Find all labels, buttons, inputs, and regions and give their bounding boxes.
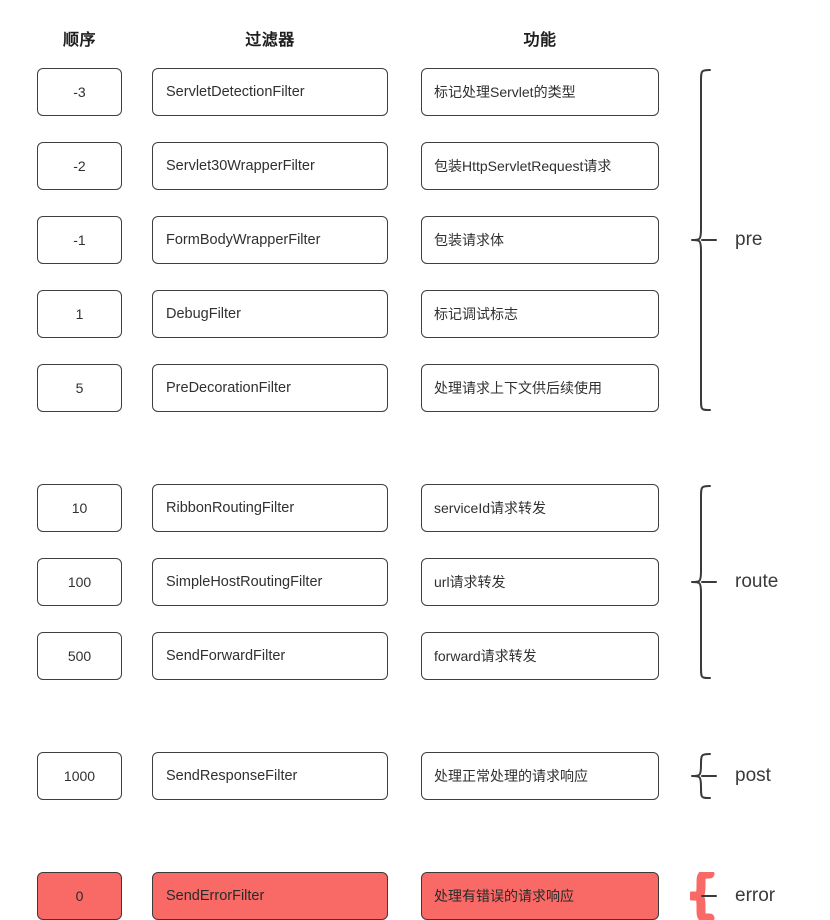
filter-function: url请求转发 <box>421 558 659 606</box>
order-value: 0 <box>37 872 122 920</box>
table-row: 500 SendForwardFilter forward请求转发 <box>0 632 830 680</box>
order-value: 1 <box>37 290 122 338</box>
order-value: 1000 <box>37 752 122 800</box>
filter-function: serviceId请求转发 <box>421 484 659 532</box>
curly-brace-icon <box>690 484 724 680</box>
curly-brace-icon <box>690 872 724 920</box>
order-value: 5 <box>37 364 122 412</box>
table-row: 1000 SendResponseFilter 处理正常处理的请求响应 <box>0 752 830 800</box>
filter-name: SimpleHostRoutingFilter <box>152 558 388 606</box>
table-row: -3 ServletDetectionFilter 标记处理Servlet的类型 <box>0 68 830 116</box>
filter-function: 标记调试标志 <box>421 290 659 338</box>
filter-name: FormBodyWrapperFilter <box>152 216 388 264</box>
section-label-route: route <box>735 571 779 592</box>
filter-name: PreDecorationFilter <box>152 364 388 412</box>
order-value: 100 <box>37 558 122 606</box>
curly-brace-icon <box>690 68 724 412</box>
filter-name: SendForwardFilter <box>152 632 388 680</box>
filter-name: SendErrorFilter <box>152 872 388 920</box>
section-label-post: post <box>735 765 771 786</box>
filter-function: 处理正常处理的请求响应 <box>421 752 659 800</box>
filter-function: 标记处理Servlet的类型 <box>421 68 659 116</box>
table-row: 100 SimpleHostRoutingFilter url请求转发 <box>0 558 830 606</box>
order-value: 500 <box>37 632 122 680</box>
column-header-function: 功能 <box>523 32 557 49</box>
filter-name: Servlet30WrapperFilter <box>152 142 388 190</box>
curly-brace-icon <box>690 752 724 800</box>
filter-function: 处理有错误的请求响应 <box>421 872 659 920</box>
filter-function: forward请求转发 <box>421 632 659 680</box>
column-header-filter: 过滤器 <box>245 32 295 49</box>
order-value: -2 <box>37 142 122 190</box>
filter-name: SendResponseFilter <box>152 752 388 800</box>
filter-name: ServletDetectionFilter <box>152 68 388 116</box>
filter-function: 包装请求体 <box>421 216 659 264</box>
table-row: 1 DebugFilter 标记调试标志 <box>0 290 830 338</box>
table-row: 10 RibbonRoutingFilter serviceId请求转发 <box>0 484 830 532</box>
section-label-pre: pre <box>735 229 763 250</box>
filter-function: 包装HttpServletRequest请求 <box>421 142 659 190</box>
column-headers: 顺序 过滤器 功能 <box>0 26 830 54</box>
table-row: -2 Servlet30WrapperFilter 包装HttpServletReq… <box>0 142 830 190</box>
filter-function: 处理请求上下文供后续使用 <box>421 364 659 412</box>
order-value: -3 <box>37 68 122 116</box>
order-value: 10 <box>37 484 122 532</box>
table-row: 5 PreDecorationFilter 处理请求上下文供后续使用 <box>0 364 830 412</box>
table-row: -1 FormBodyWrapperFilter 包装请求体 <box>0 216 830 264</box>
order-value: -1 <box>37 216 122 264</box>
filter-name: RibbonRoutingFilter <box>152 484 388 532</box>
column-header-order: 顺序 <box>62 32 96 49</box>
section-label-error: error <box>735 885 776 906</box>
filter-name: DebugFilter <box>152 290 388 338</box>
